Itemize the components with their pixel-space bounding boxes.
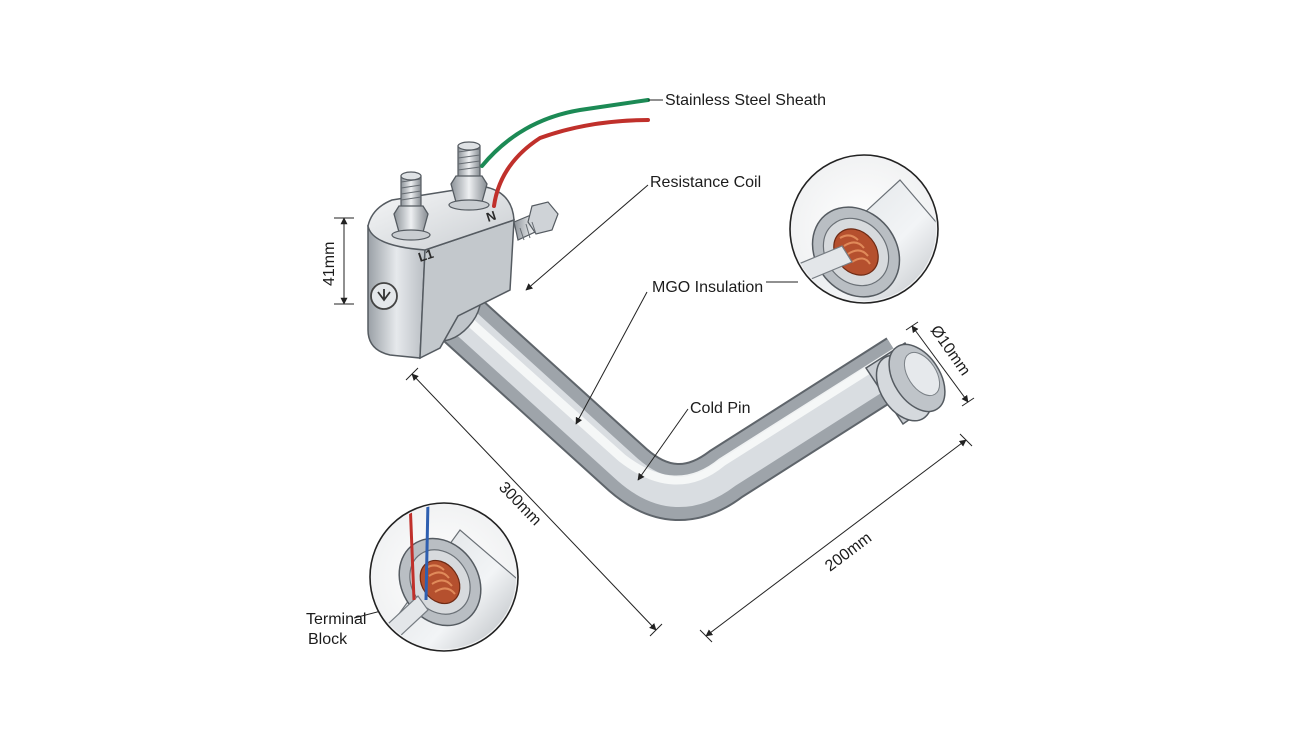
label-terminal-line2: Block <box>308 631 348 648</box>
red-wire <box>492 118 650 208</box>
label-cold-pin: Cold Pin <box>690 400 750 417</box>
dimension-lines <box>334 217 975 643</box>
label-stainless-steel-sheath: Stainless Steel Sheath <box>665 92 826 109</box>
dimension-short-leg: 200mm <box>822 530 875 576</box>
detail-view-coil <box>369 502 519 652</box>
detail-view-insulation <box>789 154 939 304</box>
terminal-label-n: N <box>484 208 498 225</box>
terminal-bolt-right <box>448 141 490 211</box>
green-wire <box>480 98 650 168</box>
terminal-label-l1: L1 <box>416 246 435 265</box>
label-resistance-coil: Resistance Coil <box>650 174 761 191</box>
dimension-height: 41mm <box>321 242 338 286</box>
label-terminal-line1: Terminal <box>306 611 366 628</box>
side-screw <box>513 201 559 241</box>
terminal-bolt-left <box>391 171 431 241</box>
label-mgo-insulation: MGO Insulation <box>652 279 763 296</box>
